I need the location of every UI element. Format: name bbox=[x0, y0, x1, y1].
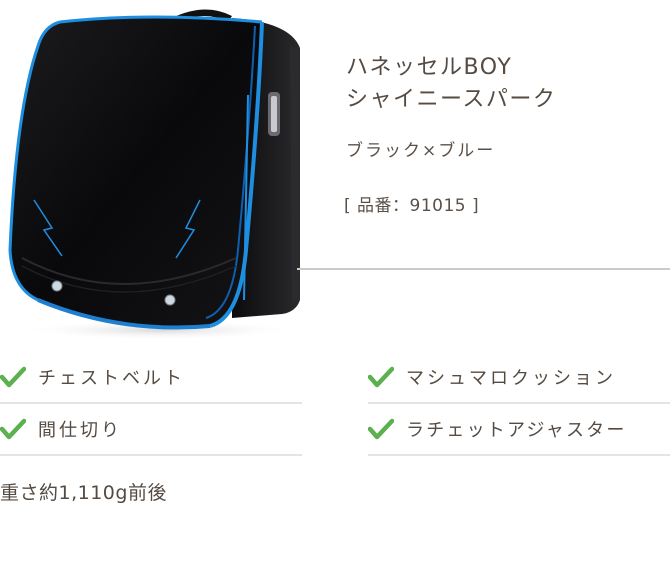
product-sku: [ 品番：91015 ] bbox=[344, 196, 480, 216]
feature-label: チェストベルト bbox=[38, 368, 185, 389]
product-weight: 重さ約1,110g前後 bbox=[0, 482, 167, 504]
randoseru-backpack-illustration bbox=[8, 9, 300, 340]
divider bbox=[297, 268, 670, 270]
product-image bbox=[0, 0, 310, 340]
feature-label: 間仕切り bbox=[38, 420, 122, 441]
check-icon bbox=[0, 366, 26, 388]
product-title-line1: ハネッセルBOY bbox=[346, 55, 513, 80]
check-icon bbox=[0, 418, 26, 440]
product-title-line2: シャイニースパーク bbox=[346, 87, 557, 112]
feature-label: マシュマロクッション bbox=[406, 368, 616, 389]
feature-item-marshmallow-cushion: マシュマロクッション bbox=[368, 352, 670, 404]
feature-item-chest-belt: チェストベルト bbox=[0, 352, 302, 404]
check-icon bbox=[368, 366, 394, 388]
product-info: ハネッセルBOY シャイニースパーク ブラック×ブルー [ 品番：91015 ] bbox=[344, 52, 556, 216]
feature-label: ラチェットアジャスター bbox=[406, 420, 627, 441]
check-icon bbox=[368, 418, 394, 440]
product-color: ブラック×ブルー bbox=[346, 141, 496, 161]
feature-item-divider: 間仕切り bbox=[0, 404, 302, 456]
product-title: ハネッセルBOY シャイニースパーク bbox=[346, 52, 556, 116]
feature-item-ratchet-adjuster: ラチェットアジャスター bbox=[368, 404, 670, 456]
